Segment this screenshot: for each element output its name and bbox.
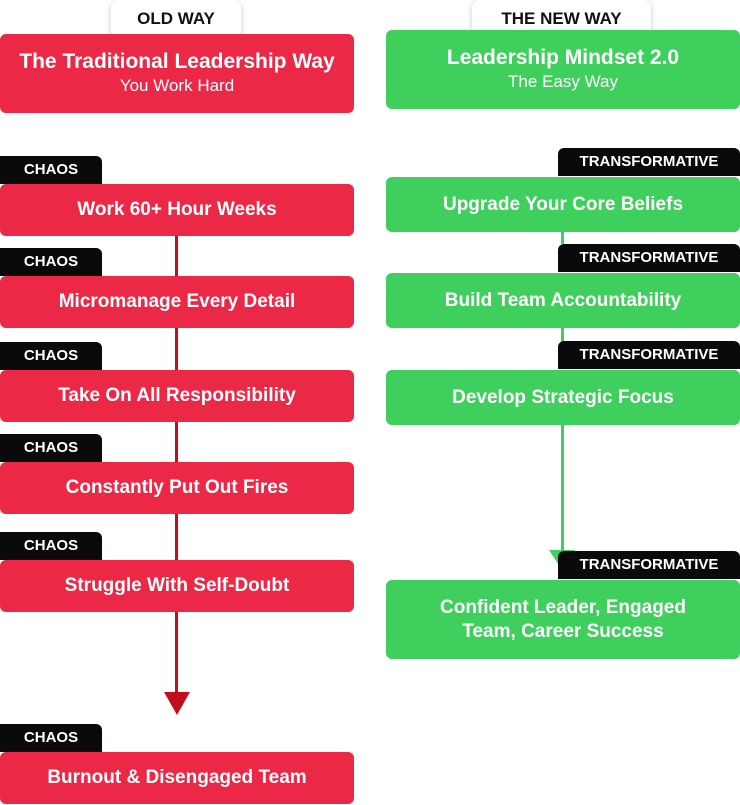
chaos-tag: CHAOS xyxy=(0,724,102,752)
new-way-connector xyxy=(561,328,564,342)
new-way-header-label: THE NEW WAY xyxy=(501,9,622,28)
old-way-header-label: OLD WAY xyxy=(137,9,215,28)
old-way-result: Burnout & Disengaged Team xyxy=(0,752,354,804)
old-way-connector xyxy=(175,328,178,371)
old-way-connector xyxy=(175,514,178,561)
new-way-connector xyxy=(561,425,564,553)
old-way-subtitle: You Work Hard xyxy=(119,76,235,95)
old-way-title: The Traditional Leadership Way xyxy=(19,50,335,73)
old-way-step: Micromanage Every Detail xyxy=(0,276,354,328)
chaos-tag: CHAOS xyxy=(0,434,102,462)
old-way-step: Work 60+ Hour Weeks xyxy=(0,184,354,236)
transformative-tag: TRANSFORMATIVE xyxy=(558,341,740,369)
new-way-result: Confident Leader, Engaged Team, Career S… xyxy=(386,580,740,659)
transformative-tag: TRANSFORMATIVE xyxy=(558,244,740,272)
old-way-header: OLD WAY xyxy=(111,0,241,38)
new-way-connector xyxy=(561,232,564,244)
old-way-connector xyxy=(175,236,178,278)
chaos-tag: CHAOS xyxy=(0,532,102,560)
down-arrow-icon xyxy=(164,692,190,715)
old-way-connector xyxy=(175,422,178,463)
transformative-tag: TRANSFORMATIVE xyxy=(558,551,740,579)
chaos-tag: CHAOS xyxy=(0,342,102,370)
new-way-step: Build Team Accountability xyxy=(386,273,740,328)
new-way-title-box: Leadership Mindset 2.0 The Easy Way xyxy=(386,30,740,109)
new-way-step: Upgrade Your Core Beliefs xyxy=(386,177,740,232)
chaos-tag: CHAOS xyxy=(0,248,102,276)
chaos-tag: CHAOS xyxy=(0,156,102,184)
old-way-step: Struggle With Self-Doubt xyxy=(0,560,354,612)
new-way-subtitle: The Easy Way xyxy=(508,72,618,91)
old-way-title-box: The Traditional Leadership Way You Work … xyxy=(0,34,354,113)
transformative-tag: TRANSFORMATIVE xyxy=(558,148,740,176)
old-way-step: Constantly Put Out Fires xyxy=(0,462,354,514)
new-way-step: Develop Strategic Focus xyxy=(386,370,740,425)
old-way-connector xyxy=(175,612,178,696)
new-way-title: Leadership Mindset 2.0 xyxy=(446,46,680,69)
old-way-step: Take On All Responsibility xyxy=(0,370,354,422)
